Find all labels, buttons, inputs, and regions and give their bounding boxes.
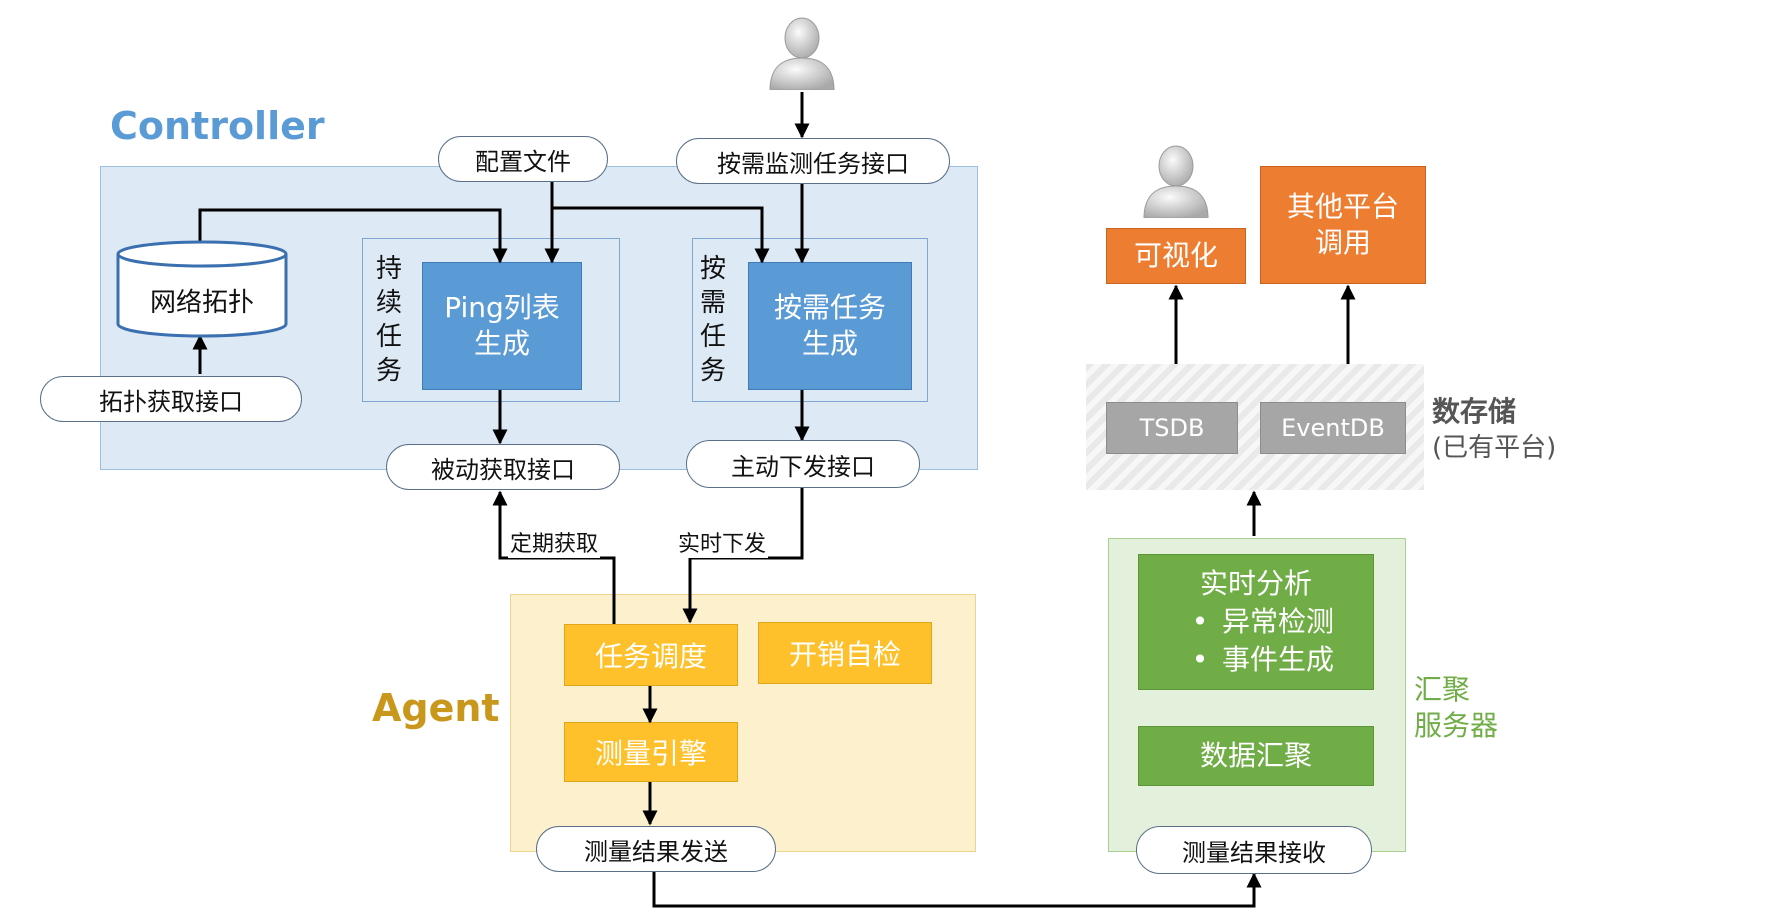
aggregation-title-line2: 服务器 (1414, 709, 1499, 742)
ping-list-line1: Ping列表 (444, 291, 560, 324)
ping-list-line2: 生成 (473, 327, 530, 360)
realtime-analysis-title: 实时分析 (1199, 567, 1312, 600)
other-platform-line1: 其他平台 (1286, 190, 1399, 223)
task-scheduling-node: 任务调度 (564, 624, 738, 686)
storage-title-line2: (已有平台) (1432, 433, 1557, 463)
eventdb-node: EventDB (1260, 402, 1406, 454)
on-demand-api-node: 按需监测任务接口 (676, 138, 950, 184)
on-demand-generation-node: 按需任务 生成 (748, 262, 912, 390)
bullet-icon: • (1191, 605, 1209, 638)
on-demand-gen-line2: 生成 (801, 327, 858, 360)
other-platform-node: 其他平台 调用 (1260, 166, 1426, 284)
aggregation-title-line1: 汇聚 (1414, 673, 1471, 706)
bullet-icon: • (1191, 643, 1209, 676)
on-demand-task-char: 需 (699, 288, 726, 318)
on-demand-task-label: 按 需 任 务 (696, 252, 730, 388)
tsdb-node: TSDB (1106, 402, 1238, 454)
controller-title: Controller (110, 104, 325, 148)
result-send-node: 测量结果发送 (536, 826, 776, 872)
bullet-item: • 事件生成 (1178, 641, 1334, 679)
user-icon (1143, 145, 1209, 218)
result-receive-node: 测量结果接收 (1136, 826, 1372, 874)
on-demand-gen-line1: 按需任务 (773, 291, 886, 324)
visualization-node: 可视化 (1106, 228, 1246, 284)
passive-api-node: 被动获取接口 (386, 444, 620, 490)
active-api-node: 主动下发接口 (686, 440, 920, 488)
on-demand-task-char: 按 (699, 254, 726, 284)
storage-title-line1: 数存储 (1432, 395, 1517, 428)
on-demand-task-char: 任 (699, 322, 726, 352)
user-icon (769, 17, 835, 90)
continuous-task-label: 持 续 任 务 (372, 252, 406, 388)
other-platform-line2: 调用 (1314, 226, 1371, 259)
measurement-engine-node: 测量引擎 (564, 722, 738, 782)
continuous-task-char: 务 (375, 356, 402, 386)
on-demand-task-frame (692, 238, 928, 402)
bullet-item: • 异常检测 (1178, 603, 1334, 641)
event-generation-text: 事件生成 (1221, 643, 1334, 676)
topology-api-node: 拓扑获取接口 (40, 376, 302, 422)
realtime-push-label: 实时下发 (676, 526, 769, 558)
continuous-task-char: 持 (375, 254, 402, 284)
storage-title: 数存储 (已有平台) (1432, 394, 1556, 466)
periodic-fetch-label: 定期获取 (508, 526, 601, 558)
on-demand-task-char: 务 (699, 356, 726, 386)
edge-send-to-receive (652, 872, 1262, 908)
continuous-task-char: 续 (375, 288, 402, 318)
realtime-analysis-node: 实时分析 • 异常检测 • 事件生成 (1138, 554, 1374, 690)
aggregation-title: 汇聚 服务器 (1414, 672, 1498, 744)
continuous-task-char: 任 (375, 322, 402, 352)
config-file-node: 配置文件 (438, 136, 608, 182)
agent-title: Agent (372, 686, 500, 730)
data-aggregation-node: 数据汇聚 (1138, 726, 1374, 786)
network-topology-label: 网络拓扑 (149, 287, 254, 318)
ping-list-generation-node: Ping列表 生成 (422, 262, 582, 390)
overhead-self-check-node: 开销自检 (758, 622, 932, 684)
anomaly-detection-text: 异常检测 (1221, 605, 1334, 638)
